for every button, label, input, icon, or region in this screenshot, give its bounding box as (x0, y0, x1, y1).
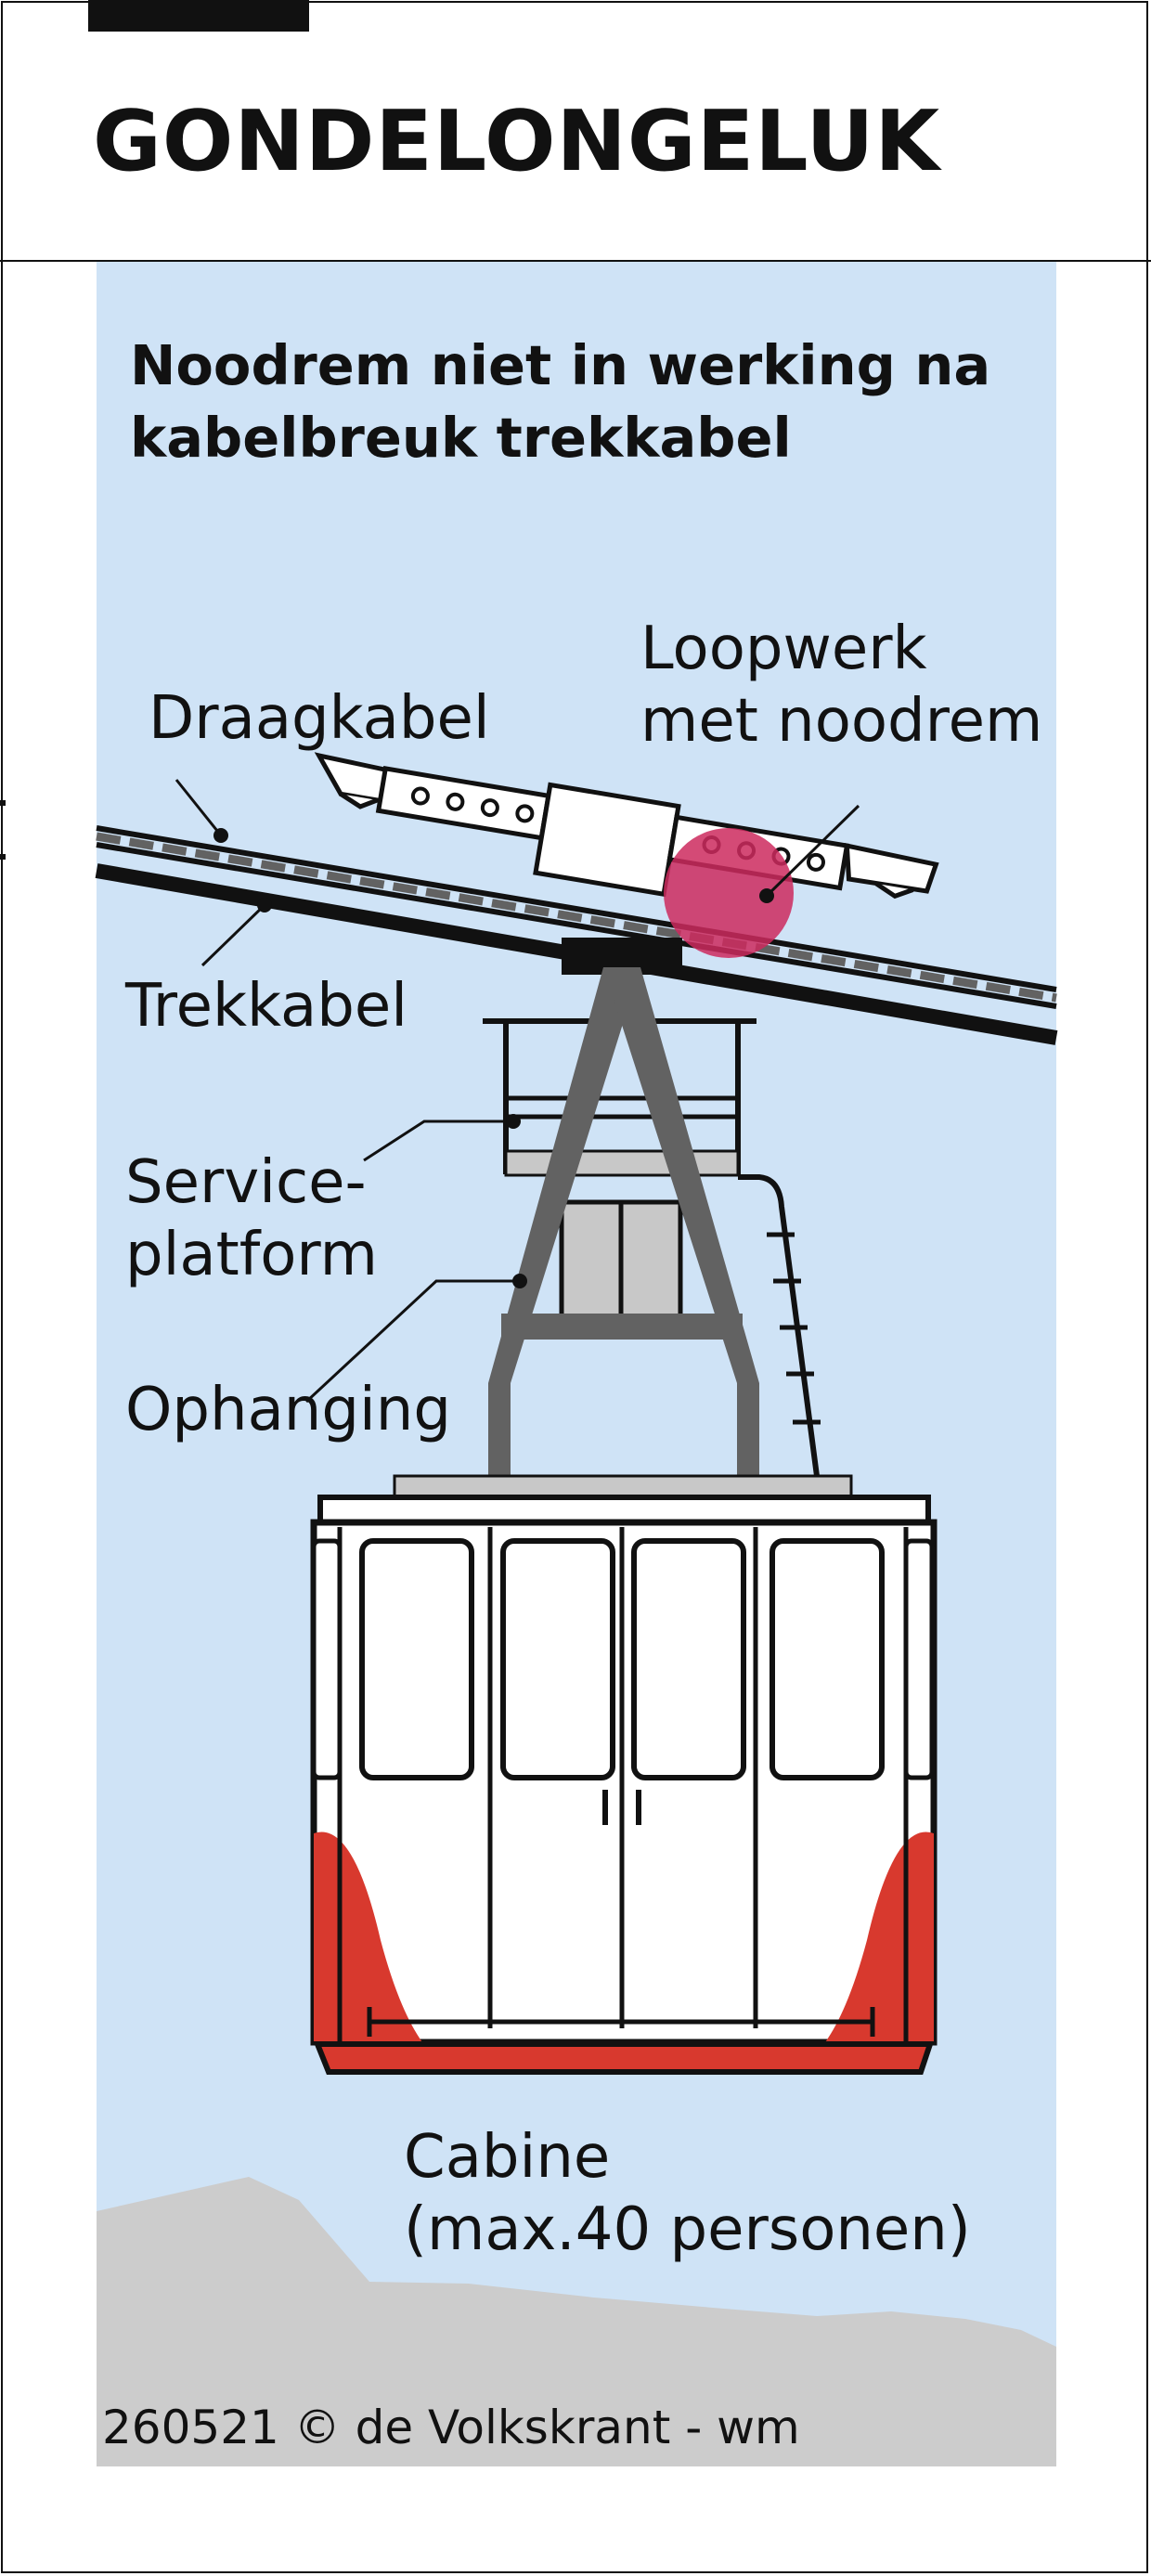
label-trekkabel: Trekkabel (125, 972, 407, 1041)
subtitle: Noodrem niet in werking na kabelbreuk tr… (130, 333, 991, 470)
serviceplatform-structure (483, 1018, 821, 1477)
page-title: GONDELONGELUK (93, 93, 941, 190)
label-draagkabel: Draagkabel (149, 684, 490, 753)
label-cabine: Cabine (max.40 personen) (404, 2123, 971, 2264)
sky-background (97, 262, 1056, 2466)
credit-line: 260521 © de Volkskrant - wm (102, 2401, 800, 2454)
draagkabel-rail-top (96, 825, 1057, 992)
noodrem-highlight (664, 828, 794, 958)
leader-dots (213, 828, 774, 1288)
edge-mark (0, 800, 6, 860)
mountain-silhouette (97, 2177, 1056, 2466)
leader-lines (175, 779, 860, 1404)
header-accent-bar (88, 0, 309, 32)
label-serviceplatform: Service- platform (125, 1148, 378, 1289)
draagkabel-hatch (96, 832, 1057, 1003)
cabine-body (310, 1474, 938, 2075)
header-divider (0, 260, 1151, 262)
label-loopwerk: Loopwerk met noodrem (640, 615, 1043, 756)
draagkabel-rail-bottom (96, 842, 1057, 1009)
ophanging-suspension (488, 938, 759, 1508)
label-ophanging: Ophanging (125, 1376, 451, 1444)
